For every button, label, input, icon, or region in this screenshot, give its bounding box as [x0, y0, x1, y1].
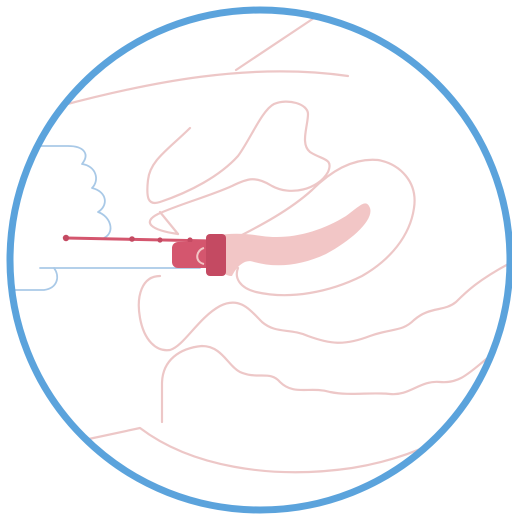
instrument-cap [206, 234, 226, 276]
hand-outline [14, 146, 200, 290]
rod-knob-4 [187, 237, 192, 242]
rod-knob-2 [129, 236, 135, 242]
pelvic-contour [162, 346, 490, 422]
instrument-icon [63, 234, 226, 276]
canal-shape [214, 203, 370, 276]
rod-knob-1 [63, 235, 69, 241]
bladder-outline [147, 102, 329, 234]
rod-knob-3 [157, 237, 162, 242]
hand-thumb [14, 268, 57, 290]
upper-diagonal-line [236, 14, 320, 70]
upper-body-contour [60, 71, 348, 106]
bottom-curve [84, 420, 470, 472]
canal-fill [214, 203, 370, 276]
lower-organ-outline [139, 262, 512, 350]
